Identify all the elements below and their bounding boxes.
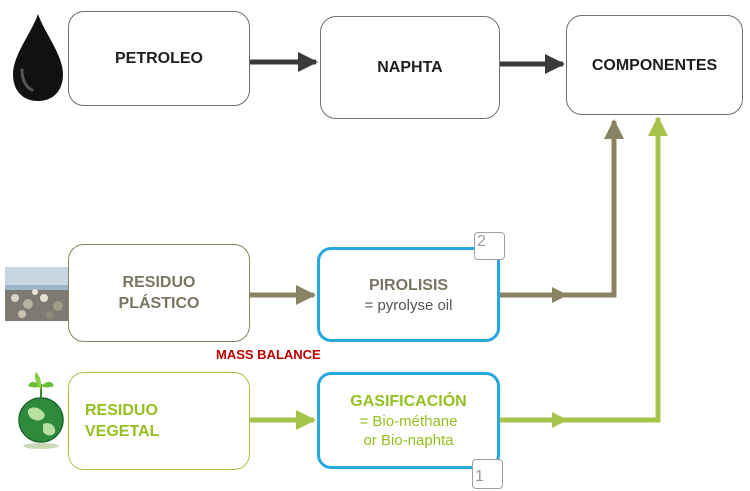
green-globe-icon bbox=[18, 372, 64, 449]
arrow-pirolisis-componentes bbox=[500, 119, 624, 298]
arrow-gasificacion-midhead bbox=[552, 412, 568, 428]
node-pirolisis: PIROLISIS = pyrolyse oil bbox=[317, 247, 500, 342]
node-gasificacion: GASIFICACIÓN = Bio-méthane or Bio-naphta bbox=[317, 372, 500, 469]
node-naphta-label: NAPHTA bbox=[377, 59, 443, 76]
pirolisis-step-badge: 2 bbox=[474, 232, 505, 260]
arrow-pirolisis-midhead bbox=[552, 287, 568, 303]
node-petroleo-label: PETROLEO bbox=[114, 50, 203, 67]
node-pirolisis-title: PIROLISIS bbox=[368, 276, 449, 294]
mass-balance-label: MASS BALANCE bbox=[216, 347, 321, 362]
node-residuo-vegetal: RESIDUO VEGETAL bbox=[68, 372, 250, 470]
node-petroleo: PETROLEO bbox=[68, 11, 250, 106]
node-residuo-plastico: RESIDUO PLÁSTICO bbox=[68, 244, 250, 342]
oil-drop-icon bbox=[13, 14, 63, 101]
node-residuo-vegetal-line1: RESIDUO bbox=[85, 402, 158, 419]
node-componentes: COMPONENTES bbox=[566, 15, 743, 115]
pirolisis-step-number: 2 bbox=[477, 233, 486, 250]
node-residuo-plastico-line2: PLÁSTICO bbox=[118, 295, 200, 312]
node-residuo-vegetal-line2: VEGETAL bbox=[85, 423, 160, 440]
node-naphta: NAPHTA bbox=[320, 16, 500, 119]
node-residuo-plastico-line1: RESIDUO bbox=[122, 274, 196, 291]
plastic-waste-photo bbox=[5, 267, 71, 321]
arrow-gasificacion-componentes bbox=[500, 116, 668, 423]
node-gasificacion-subtitle-1: = Bio-méthane bbox=[359, 413, 458, 430]
node-gasificacion-title: GASIFICACIÓN bbox=[350, 393, 467, 410]
gasificacion-step-number: 1 bbox=[475, 468, 484, 485]
node-gasificacion-subtitle-2: or Bio-naphta bbox=[363, 432, 454, 449]
node-pirolisis-subtitle: = pyrolyse oil bbox=[364, 296, 453, 314]
gasificacion-step-badge: 1 bbox=[472, 459, 503, 489]
node-componentes-label: COMPONENTES bbox=[591, 56, 718, 74]
